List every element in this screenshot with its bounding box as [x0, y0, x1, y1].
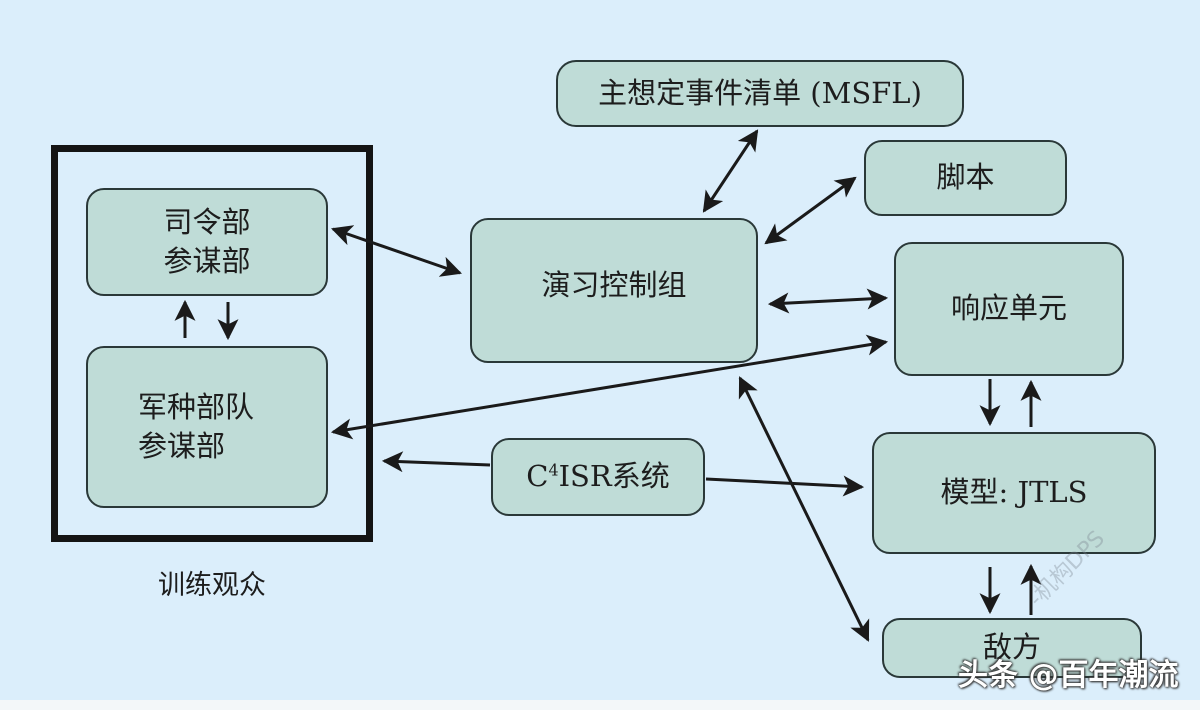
bottom-strip [0, 700, 1200, 710]
edge-c4isr-branch [381, 451, 491, 473]
node-script-label: 脚本 [936, 160, 995, 195]
node-script: 脚本 [864, 140, 1067, 216]
source-watermark: 头条 @百年潮流 [958, 658, 1179, 693]
node-exercise-control-label: 演习控制组 [541, 267, 687, 302]
edge-control-enemy [738, 376, 870, 642]
node-branch-staff: 军种部队 参谋部 [86, 346, 328, 508]
c4isr-prefix: C [526, 459, 549, 494]
node-model-jtls: 模型: JTLS [872, 432, 1156, 554]
node-enemy: 敌方 [882, 618, 1142, 678]
node-branch-staff-label: 军种部队 参谋部 [138, 389, 255, 463]
edge-control-script [764, 176, 857, 245]
c4isr-suffix: ISR系统 [558, 459, 670, 494]
c4isr-superscript: 4 [548, 460, 559, 480]
node-model-jtls-label: 模型: JTLS [940, 475, 1088, 510]
node-response-cell: 响应单元 [894, 242, 1124, 376]
edge-response-branch [330, 334, 889, 440]
node-hq-staff: 司令部 参谋部 [86, 188, 328, 296]
edge-control-msfl [702, 129, 759, 213]
node-msfl: 主想定事件清单 (MSFL) [556, 60, 964, 127]
edge-control-response [767, 288, 889, 314]
node-msfl-label: 主想定事件清单 (MSFL) [598, 75, 922, 110]
node-response-cell-label: 响应单元 [950, 291, 1067, 326]
edge-hq-control [331, 225, 462, 277]
node-c4isr: C4ISR系统 [491, 438, 705, 516]
training-audience-label: 训练观众 [158, 570, 266, 601]
edge-c4isr-model [705, 475, 865, 497]
node-enemy-label: 敌方 [982, 630, 1041, 665]
node-hq-staff-label: 司令部 参谋部 [163, 204, 251, 278]
node-c4isr-label: C4ISR系统 [526, 457, 670, 496]
